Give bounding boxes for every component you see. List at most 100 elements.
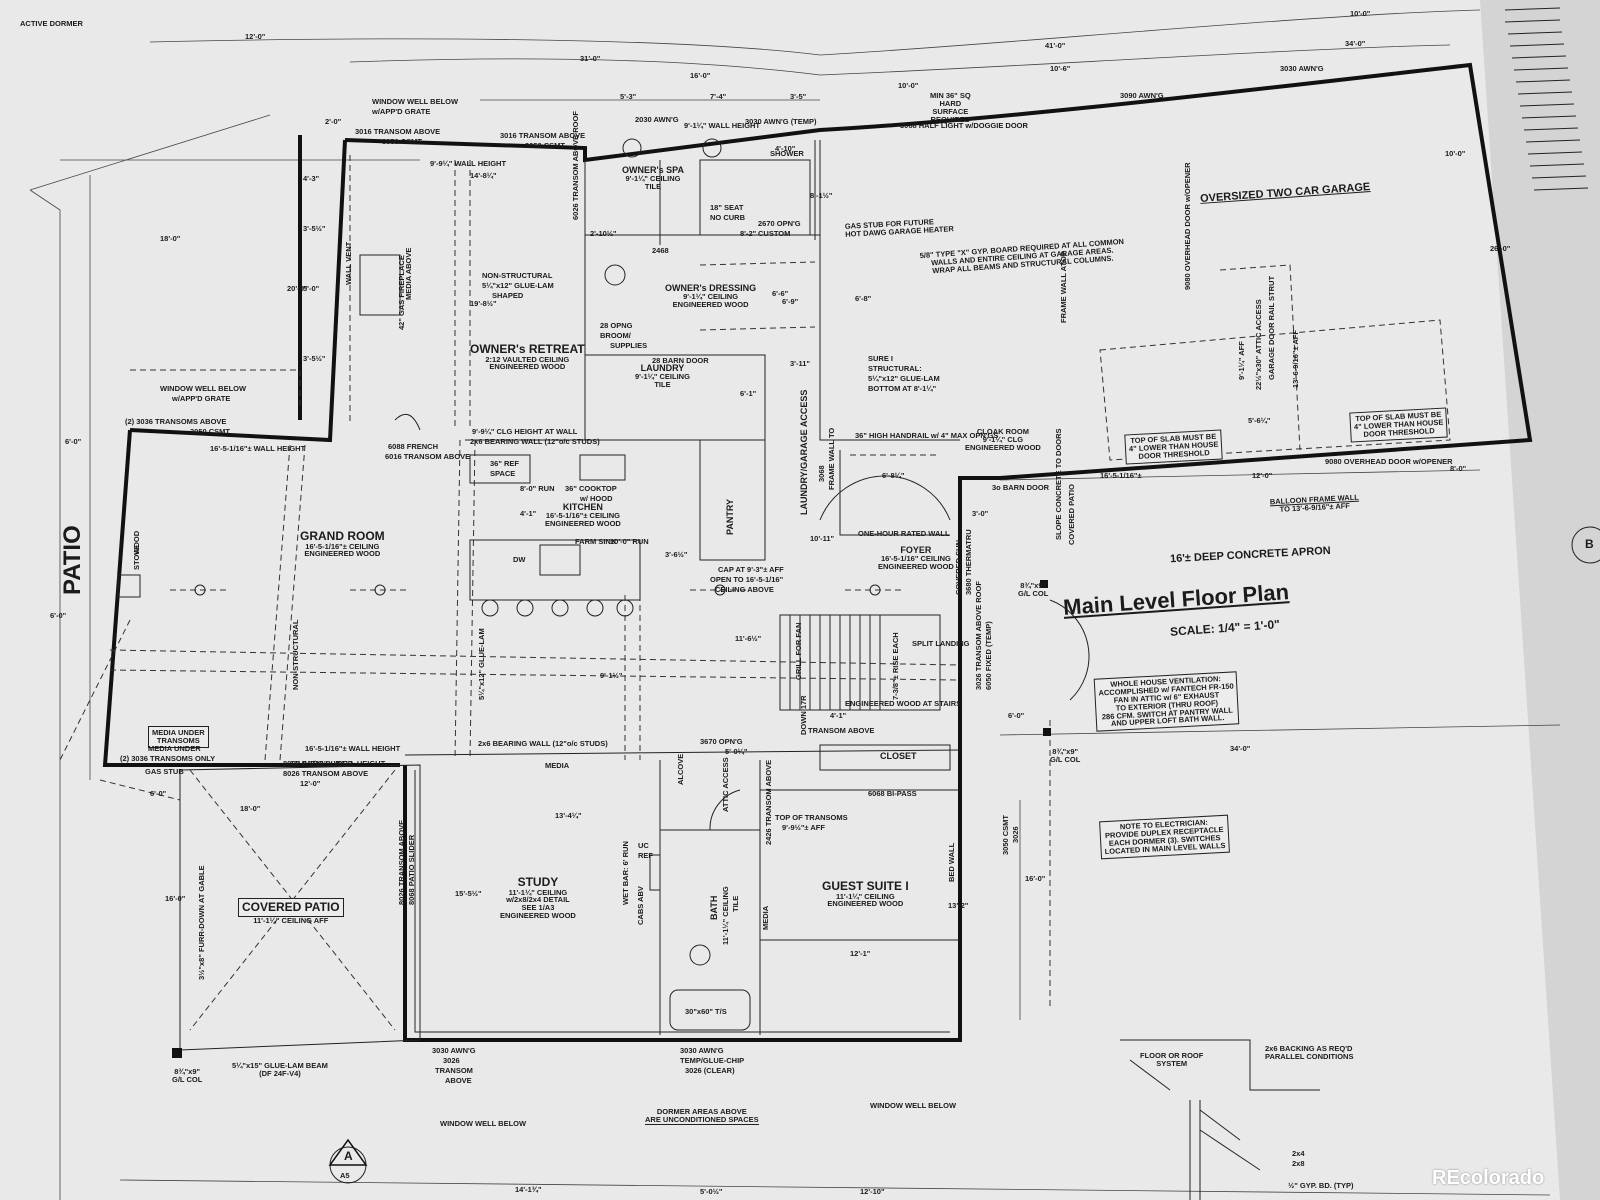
annotation-label: 2x6 BEARING WALL (12"o/c STUDS) — [470, 437, 600, 446]
annotation-label: STOVE — [132, 544, 141, 570]
section-marker-b — [1571, 526, 1600, 564]
detail-floor-roof-label: FLOOR OR ROOF — [1140, 1051, 1204, 1060]
annotation-label: ALCOVE — [676, 753, 685, 785]
dimension-label-bottom: 16'-0" — [165, 894, 186, 903]
annotation-label: 8068 PATIO SLIDER — [407, 834, 416, 905]
room-cloak-room: CLOAK ROOM 9'-1¼" CLG ENGINEERED WOOD — [965, 428, 1041, 452]
note-ventilation: WHOLE HOUSE VENTILATION: ACCOMPLISHED w/… — [1093, 671, 1240, 732]
annotation-label: 6026 TRANSOM ABOVE ROOF — [571, 111, 580, 220]
annotation-label: 6016 TRANSOM ABOVE — [385, 452, 471, 461]
annotation-label: 5¼"x12" GLUE-LAM — [477, 628, 486, 700]
room-apron: 16'± DEEP CONCRETE APRON — [1169, 544, 1332, 566]
annotation-label: BED WALL — [947, 842, 956, 882]
annotation-label: SHOWER — [770, 149, 804, 158]
annotation-label: (2) 3036 TRANSOMS ABOVE — [125, 417, 227, 426]
door-swings — [394, 413, 1090, 831]
annotation-label: 3030 AWN'G — [432, 1046, 476, 1055]
annotation-label: 5¼"x12" GLUE-LAM — [868, 374, 940, 383]
annotation-label: NO CURB — [710, 213, 745, 222]
dormer-line: ARE UNCONDITIONED SPACES — [645, 1114, 759, 1124]
annotation-label: 18" SEAT — [710, 203, 744, 212]
note-slab-left: TOP OF SLAB MUST BE 4" LOWER THAN HOUSE … — [1124, 429, 1224, 465]
room-grand-room: GRAND ROOM 16'-5-1/16"± CEILING ENGINEER… — [300, 530, 385, 558]
note-beam: 5¼"x15" GLUE-LAM BEAM (DF 24F-V4) — [232, 1062, 328, 1078]
annotation-label: TRANSOM — [435, 1066, 473, 1075]
annotation-label: SURE I — [868, 354, 894, 363]
annotation-label: 2468 — [652, 246, 669, 255]
annotation-label: 3026 — [443, 1056, 460, 1065]
study-name: STUDY — [517, 875, 559, 889]
dimension-label-top: 7'-4" — [710, 92, 727, 101]
annotation-label: 30"x60" T/S — [685, 1007, 727, 1016]
annotation-label: ABOVE — [445, 1076, 472, 1085]
detail-floor-roof: FLOOR OR ROOF SYSTEM — [1140, 1052, 1203, 1068]
laundry-name: LAUNDRY — [640, 363, 685, 373]
grand-room-ceiling: 16'-5-1/16"± CEILING — [305, 541, 380, 551]
dimension-label-misc: 5'-0¼" — [725, 747, 748, 756]
hard-surface-line: SURFACE — [932, 106, 969, 116]
annotation-label: SPLIT LANDING — [912, 639, 970, 648]
owners-spa-name: OWNER's SPA — [622, 165, 684, 175]
annotation-label: DW — [513, 555, 526, 564]
dimension-label-bottom: 12'-10" — [860, 1187, 885, 1196]
note-gas-stub: GAS STUB FOR FUTURE HOT DAWG GARAGE HEAT… — [845, 217, 954, 239]
annotation-label: ATTIC ACCESS — [721, 757, 730, 812]
glcol-line: 8¾"x9" — [1020, 581, 1047, 590]
plan-title: Main Level Floor Plan — [1062, 579, 1290, 620]
kitchen-ceiling: 16'-5-1/16"± CEILING — [545, 511, 620, 521]
room-laundry-garage-access: LAUNDRY/GARAGE ACCESS — [799, 389, 809, 515]
annotation-label: 3050 CSMT — [382, 137, 423, 146]
owners-dressing-name: OWNER's DRESSING — [665, 283, 757, 293]
dormer-line: DORMER AREAS ABOVE — [656, 1107, 747, 1116]
dimension-label-right: 34'-0" — [1345, 39, 1366, 48]
annotation-label: 36" HIGH HANDRAIL w/ 4" MAX OPN'GS — [855, 431, 999, 440]
annotation-label: WINDOW WELL BELOW — [160, 384, 247, 393]
glcol-line: G/L COL — [1050, 754, 1081, 764]
owners-dressing-ceiling: 9'-1¼" CEILING — [683, 292, 739, 302]
annotation-label: MEDIA ABOVE — [404, 247, 413, 300]
annotation-label: 36" REF — [490, 459, 519, 468]
dimension-label-top: 12'-0" — [245, 32, 266, 41]
dimension-label-misc: 6'-6" — [772, 289, 789, 298]
annotation-label: 2670 OPN'G — [758, 219, 801, 228]
annotation-label: (2) 3036 TRANSOMS ONLY — [120, 754, 216, 763]
dimension-label-top: 16'-0" — [690, 71, 711, 80]
annotation-label: GAS STUB — [145, 767, 184, 776]
annotation-label: MEDIA — [761, 905, 770, 930]
dimension-label-misc: 4'-1" — [830, 711, 847, 720]
dimension-label-left: 6'-0" — [65, 437, 82, 446]
annotation-label: 9080 OVERHEAD DOOR w/OPENER — [1325, 457, 1453, 466]
dimension-label-misc: 11'-6½" — [735, 634, 762, 643]
annotation-label: 2426 TRANSOM ABOVE — [764, 759, 773, 845]
annotation-label: 3026 (CLEAR) — [685, 1066, 735, 1075]
laundry-ceiling: 9'-1¼" CEILING — [635, 372, 690, 382]
annotation-label: 5¼"x12" GLUE-LAM — [482, 281, 554, 290]
annotation-label: TEMP/GLUE-CHIP — [680, 1056, 745, 1065]
annotation-label: 8068 PATIO SLIDER — [283, 759, 354, 768]
annotation-label: FARM SINK — [575, 537, 617, 546]
annotation-label: 36" COOKTOP — [565, 484, 617, 493]
annotation-label: WINDOW WELL BELOW — [870, 1101, 957, 1110]
note-dormer: DORMER AREAS ABOVE ARE UNCONDITIONED SPA… — [645, 1108, 759, 1125]
grand-room-name: GRAND ROOM — [300, 529, 385, 543]
spec-text-margin — [1504, 7, 1589, 191]
annotation-label: BROOM/ — [600, 331, 631, 340]
exterior-walls — [102, 62, 1533, 1042]
cloak-room-ceiling: 9'-1¼" CLG — [982, 434, 1024, 444]
room-owners-spa: OWNER's SPA 9'-1¼" CEILING TILE — [622, 165, 684, 192]
annotation-label: 9'-1¼" WALL HEIGHT — [684, 121, 761, 130]
owners-spa-floor: TILE — [644, 182, 662, 192]
framing-detail — [1120, 1039, 1320, 1200]
cloak-room-floor: ENGINEERED WOOD — [965, 442, 1041, 452]
annotation-label: 28 OPNG — [600, 321, 633, 330]
cloak-room-name: CLOAK ROOM — [976, 427, 1029, 436]
note-media-under: MEDIA UNDER TRANSOMS — [148, 726, 209, 748]
annotation-label: 3050 CSMT — [525, 141, 566, 150]
annotation-label: NON-STRUCTURAL — [291, 619, 300, 690]
annotation-label: 3670 OPN'G — [700, 737, 743, 746]
dimension-label-misc: 19'-8½" — [470, 299, 497, 308]
dimension-label-top: 10'-6" — [1050, 64, 1071, 73]
study-detail: w/2x8/2x4 DETAIL — [506, 895, 570, 905]
annotation-label: 8026 TRANSOM ABOVE — [283, 769, 369, 778]
dimension-label-bottom: 13'-4¼" — [555, 811, 582, 820]
